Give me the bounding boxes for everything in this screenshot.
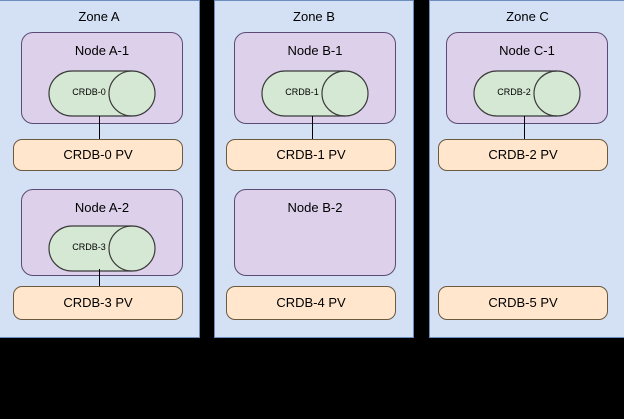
node-a-1-title: Node A-1 xyxy=(74,43,130,58)
pod-crdb-2[interactable]: CRDB-2 xyxy=(473,70,581,117)
node-b-1[interactable]: Node B-1 CRDB-1 xyxy=(234,32,396,124)
zone-b-title: Zone B xyxy=(293,9,335,24)
pod-crdb-3-label: CRDB-3 xyxy=(72,242,106,252)
pv-crdb-0-label: CRDB-0 PV xyxy=(63,147,133,162)
cylinder-icon xyxy=(48,225,156,272)
cylinder-icon xyxy=(473,70,581,117)
pv-crdb-5[interactable]: CRDB-5 PV xyxy=(438,286,608,320)
zone-b-container[interactable]: Zone B Node B-1 CRDB-1 CRDB-1 PV Node B-… xyxy=(214,0,414,338)
pod-crdb-2-label: CRDB-2 xyxy=(497,87,531,97)
pv-crdb-1[interactable]: CRDB-1 PV xyxy=(226,139,396,171)
connector-crdb-0 xyxy=(99,116,100,140)
connector-crdb-3 xyxy=(99,269,100,287)
pod-crdb-0-label: CRDB-0 xyxy=(72,87,106,97)
pod-crdb-3[interactable]: CRDB-3 xyxy=(48,225,156,272)
pv-crdb-1-label: CRDB-1 PV xyxy=(276,147,346,162)
connector-crdb-2 xyxy=(524,116,525,140)
pv-crdb-3[interactable]: CRDB-3 PV xyxy=(13,286,183,320)
node-b-2[interactable]: Node B-2 xyxy=(234,189,396,276)
pv-crdb-0[interactable]: CRDB-0 PV xyxy=(13,139,183,171)
cylinder-icon xyxy=(48,70,156,117)
pod-crdb-1-label: CRDB-1 xyxy=(285,87,319,97)
pv-crdb-4[interactable]: CRDB-4 PV xyxy=(226,286,396,320)
node-a-2-title: Node A-2 xyxy=(74,200,130,215)
pv-crdb-2-label: CRDB-2 PV xyxy=(488,147,558,162)
node-b-2-title: Node B-2 xyxy=(287,200,343,215)
pod-crdb-1[interactable]: CRDB-1 xyxy=(261,70,369,117)
pv-crdb-5-label: CRDB-5 PV xyxy=(488,295,558,310)
node-c-1[interactable]: Node C-1 CRDB-2 xyxy=(446,32,608,124)
pv-crdb-4-label: CRDB-4 PV xyxy=(276,295,346,310)
node-c-1-title: Node C-1 xyxy=(499,43,555,58)
zone-a-container[interactable]: Zone A Node A-1 CRDB-0 CRDB-0 PV Node A-… xyxy=(0,0,200,338)
pod-crdb-0[interactable]: CRDB-0 xyxy=(48,70,156,117)
cylinder-icon xyxy=(261,70,369,117)
node-a-1[interactable]: Node A-1 CRDB-0 xyxy=(21,32,183,124)
pv-crdb-2[interactable]: CRDB-2 PV xyxy=(438,139,608,171)
connector-crdb-1 xyxy=(312,116,313,140)
pv-crdb-3-label: CRDB-3 PV xyxy=(63,295,133,310)
node-b-1-title: Node B-1 xyxy=(287,43,343,58)
zone-a-title: Zone A xyxy=(78,9,120,24)
node-a-2[interactable]: Node A-2 CRDB-3 xyxy=(21,189,183,276)
zone-c-title: Zone C xyxy=(506,9,549,24)
zone-c-container[interactable]: Zone C Node C-1 CRDB-2 CRDB-2 PV CRDB-5 … xyxy=(429,0,624,338)
